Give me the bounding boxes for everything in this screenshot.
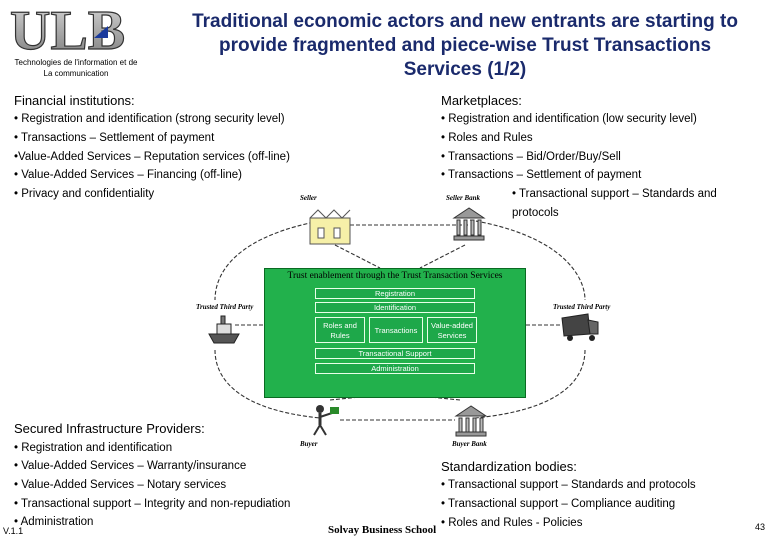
- financial-item: •Value-Added Services – Reputation servi…: [14, 151, 290, 163]
- ttp-left-label: Trusted Third Party: [196, 303, 254, 311]
- transactional-support-box: Transactional Support: [315, 348, 475, 359]
- title-line-1: Traditional economic actors and new entr…: [192, 11, 738, 32]
- logo-mark: [94, 26, 108, 38]
- standardization-item: • Transactional support – Compliance aud…: [441, 498, 676, 510]
- buyer-person-icon: [313, 405, 339, 436]
- buyer-bank-icon: [454, 405, 488, 437]
- trust-box-title: Trust enablement through the Trust Trans…: [287, 271, 503, 281]
- connector-bank-box: [419, 244, 466, 269]
- connector-ttp-buyerbank: [474, 349, 586, 419]
- marketplaces-item: • Transactions – Settlement of payment: [441, 169, 642, 181]
- standardization-item: • Roles and Rules - Policies: [441, 517, 583, 529]
- ulb-logo: ULB: [9, 2, 125, 54]
- marketplaces-heading: Marketplaces:: [441, 93, 522, 108]
- secured-item: • Administration: [14, 516, 94, 528]
- registration-box: Registration: [315, 288, 475, 299]
- secured-item: • Value-Added Services – Notary services: [14, 479, 227, 491]
- page-title: Traditional economic actors and new entr…: [165, 10, 765, 82]
- financial-item: • Transactions – Settlement of payment: [14, 132, 215, 144]
- ttp-right-label: Trusted Third Party: [553, 303, 611, 311]
- financial-item: • Registration and identification (stron…: [14, 113, 285, 125]
- seller-label: Seller: [300, 194, 317, 202]
- bank-icon: [452, 207, 486, 241]
- logo-subtitle-2: La communication: [43, 69, 109, 78]
- connector-sellerbank-ttp: [469, 219, 586, 301]
- logo-subtitle: Technologies de l'information et de La c…: [6, 57, 146, 79]
- connector-seller-box: [334, 244, 381, 269]
- rules-label: Rules: [330, 331, 350, 340]
- buyer-bank-label: Buyer Bank: [452, 440, 487, 448]
- connector-ttp-buyer: [214, 349, 321, 419]
- connector-seller-ttp: [214, 219, 326, 301]
- version-label: V.1.1: [3, 526, 24, 536]
- page-number: 43: [755, 522, 766, 532]
- secured-heading: Secured Infrastructure Providers:: [14, 421, 205, 436]
- standardization-heading: Standardization bodies:: [441, 459, 577, 474]
- school-name: Solvay Business School: [328, 524, 437, 536]
- financial-item: • Privacy and confidentiality: [14, 188, 155, 200]
- seller-bank-label: Seller Bank: [446, 194, 481, 202]
- transactions-box: Transactions: [369, 317, 423, 343]
- roles-rules-box: Roles and Rules: [315, 317, 365, 343]
- secured-item: • Value-Added Services – Warranty/insura…: [14, 460, 247, 472]
- logo-subtitle-1: Technologies de l'information et de: [14, 58, 138, 67]
- secured-item: • Registration and identification: [14, 442, 173, 454]
- administration-box: Administration: [315, 363, 475, 374]
- truck-icon: [561, 313, 599, 341]
- identification-box: Identification: [315, 302, 475, 313]
- marketplaces-item: protocols: [512, 207, 559, 219]
- ship-icon: [208, 315, 240, 344]
- value-added-box: Value-added Services: [427, 317, 477, 343]
- marketplaces-item: • Registration and identification (low s…: [441, 113, 697, 125]
- marketplaces-item: • Roles and Rules: [441, 132, 533, 144]
- financial-heading: Financial institutions:: [14, 93, 135, 108]
- title-line-3: Services (1/2): [403, 59, 527, 80]
- value-added-label: Value-added: [431, 321, 473, 330]
- roles-label: Roles and: [323, 321, 357, 330]
- marketplaces-item: • Transactions – Bid/Order/Buy/Sell: [441, 151, 621, 163]
- trust-services-box: Trust enablement through the Trust Trans…: [264, 268, 526, 398]
- services-label: Services: [437, 331, 467, 340]
- financial-item: • Value-Added Services – Financing (off-…: [14, 169, 242, 181]
- title-line-2: provide fragmented and piece-wise Trust …: [218, 35, 712, 56]
- secured-item: • Transactional support – Integrity and …: [14, 498, 291, 510]
- marketplaces-item: • Transactional support – Standards and: [512, 188, 717, 200]
- factory-icon: [309, 209, 351, 245]
- standardization-item: • Transactional support – Standards and …: [441, 479, 696, 491]
- buyer-label: Buyer: [300, 440, 318, 448]
